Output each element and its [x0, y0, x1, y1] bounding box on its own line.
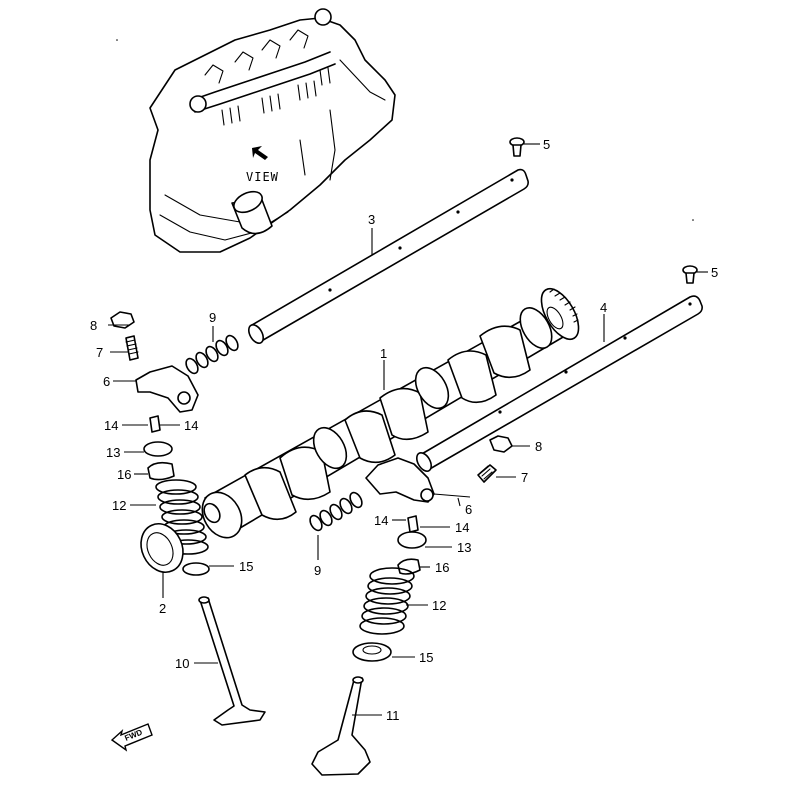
callout-9-right: 9: [314, 563, 321, 578]
callout-5-upper: 5: [543, 137, 550, 152]
adjusting-nut-right: [489, 435, 513, 453]
adjusting-screw-left: [125, 335, 139, 361]
valve-seat-ring-left: [140, 523, 184, 573]
adjusting-nut-left: [110, 311, 135, 329]
cylinder-head-inset: VIEW: [116, 8, 694, 253]
callout-9-left: 9: [209, 310, 216, 325]
callout-11: 11: [386, 708, 400, 723]
callout-14-right-b: 14: [455, 520, 469, 535]
fwd-arrow: FWD: [110, 723, 153, 752]
rocker-spring-right: [309, 491, 363, 532]
valve-stem-seal-right: [397, 558, 421, 575]
spring-retainer-left: [143, 441, 173, 457]
spring-retainer-right: [397, 531, 427, 549]
callout-1: 1: [380, 346, 387, 361]
callout-3: 3: [368, 212, 375, 227]
callout-5-lower: 5: [711, 265, 718, 280]
right-valve-assembly: [309, 435, 513, 776]
callout-16-right: 16: [435, 560, 449, 575]
rocker-spring-left: [185, 334, 239, 375]
inset-rocker-cluster: [189, 29, 336, 126]
callout-2: 2: [159, 601, 166, 616]
rocker-arm-shaft-upper: [247, 168, 529, 344]
rocker-arm-shaft-lower: [415, 295, 703, 472]
valve-spring-right: [359, 567, 415, 635]
adjusting-screw-right: [477, 464, 497, 483]
spring-seat-left: [182, 562, 210, 576]
view-arrow-icon: [252, 146, 268, 160]
camshaft: [201, 287, 580, 539]
view-label: VIEW: [246, 170, 279, 184]
callout-16-left: 16: [117, 467, 131, 482]
rocker-arm-left: [135, 365, 199, 413]
callout-6-right: 6: [465, 502, 472, 517]
callout-12-left: 12: [112, 498, 126, 513]
inset-distributor: [231, 190, 273, 235]
callout-7-right: 7: [521, 470, 528, 485]
shaft-bolt-upper: [509, 137, 525, 157]
callout-6-left: 6: [103, 374, 110, 389]
camshaft-drive-gear: [540, 287, 580, 341]
oil-filler-cap: [314, 8, 332, 26]
valve-intake: [311, 676, 371, 776]
callout-8-left: 8: [90, 318, 97, 333]
callout-15-left: 15: [239, 559, 253, 574]
callout-4: 4: [600, 300, 607, 315]
callout-7-left: 7: [96, 345, 103, 360]
callout-14-left-a: 14: [104, 418, 118, 433]
callout-14-left-b: 14: [184, 418, 198, 433]
valve-stem-seal-left: [147, 461, 175, 481]
valve-exhaust: [198, 596, 266, 726]
shaft-bolt-lower: [682, 265, 698, 284]
callout-13-right: 13: [457, 540, 471, 555]
callout-14-right-a: 14: [374, 513, 388, 528]
callout-12-right: 12: [432, 598, 446, 613]
callout-13-left: 13: [106, 445, 120, 460]
callout-8-right: 8: [535, 439, 542, 454]
leader-lines: [108, 143, 708, 716]
spring-seat-right: [352, 642, 392, 662]
left-valve-assembly: [110, 311, 266, 726]
callout-10: 10: [175, 656, 189, 671]
valve-cotter-left: [149, 415, 161, 433]
callout-labels: 5 5 3 4 1 8 7 6 9 14 14 13 16 12 2 15 10…: [90, 137, 718, 723]
callout-15-right: 15: [419, 650, 433, 665]
camshaft-lobes: [201, 307, 553, 539]
valve-cotter-right: [407, 515, 419, 533]
